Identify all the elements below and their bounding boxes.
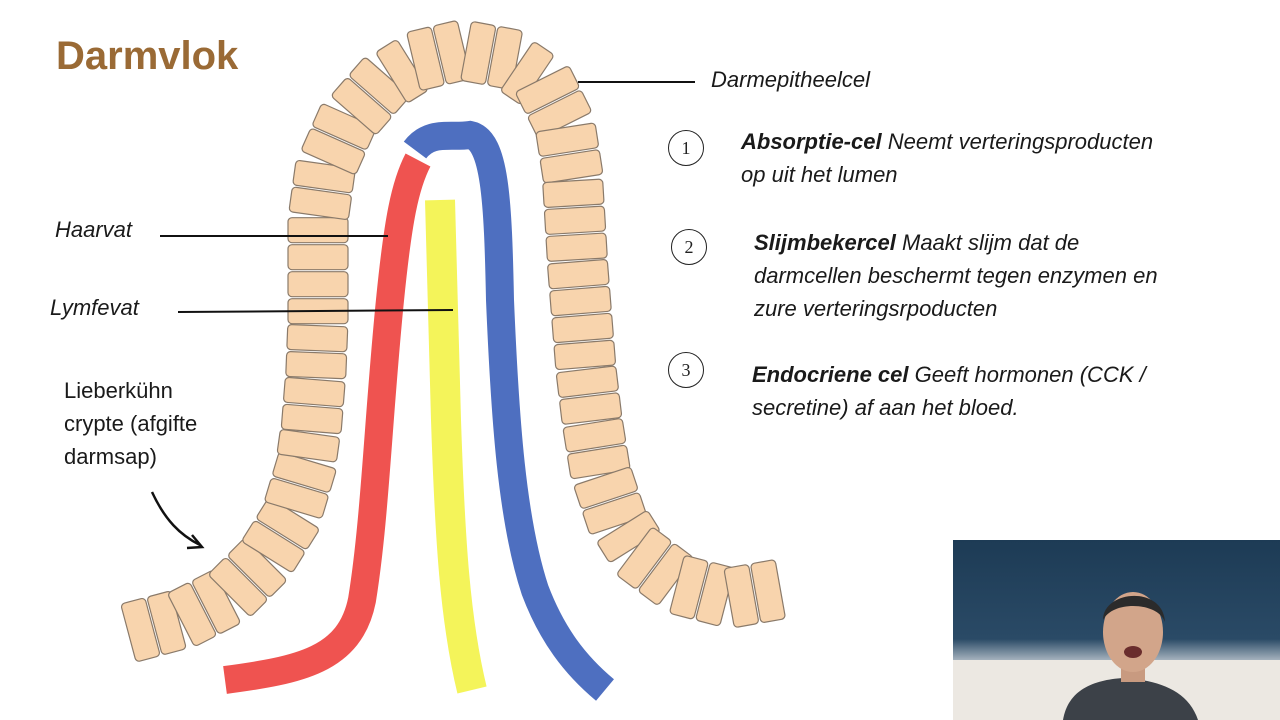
leader-line-lymfevat — [178, 310, 453, 312]
presenter-image — [953, 540, 1280, 720]
item-2-text: Maakt slijm dat de — [896, 230, 1079, 255]
item-2-line3: zure verteringsrpoducten — [754, 292, 1158, 325]
epithelial-cell — [281, 404, 343, 434]
item-2: Slijmbekercel Maakt slijm dat de darmcel… — [754, 226, 1158, 325]
item-3-text: Geeft hormonen (CCK / — [909, 362, 1146, 387]
epithelial-cell — [547, 259, 609, 289]
item-number-2: 2 — [671, 229, 707, 265]
item-3: Endocriene cel Geeft hormonen (CCK / sec… — [752, 358, 1146, 424]
slide-title: Darmvlok — [56, 34, 238, 79]
epithelial-cell — [544, 206, 605, 235]
webcam-overlay — [953, 540, 1280, 720]
item-number-3: 3 — [668, 352, 704, 388]
label-crypte: Lieberkühn crypte (afgifte darmsap) — [64, 374, 197, 473]
epithelial-cell — [552, 313, 614, 343]
epithelial-cell — [288, 218, 348, 243]
epithelial-cell — [287, 324, 348, 351]
item-1-text: Neemt verteringsproducten — [882, 129, 1153, 154]
label-haarvat: Haarvat — [55, 217, 132, 243]
epithelial-cell — [546, 233, 607, 262]
epithelial-cell — [556, 366, 619, 398]
label-lymfevat: Lymfevat — [50, 295, 139, 321]
label-crypte-line3: darmsap) — [64, 440, 197, 473]
item-2-line2: darmcellen beschermt tegen enzymen en — [754, 259, 1158, 292]
item-2-term: Slijmbekercel — [754, 230, 896, 255]
epithelial-cell — [288, 272, 348, 297]
item-number-1: 1 — [668, 130, 704, 166]
item-1: Absorptie-cel Neemt verteringsproducten … — [741, 125, 1153, 191]
epithelial-cell — [554, 340, 616, 370]
label-darmepitheelcel: Darmepitheelcel — [711, 67, 870, 93]
lymph-vessel-yellow — [440, 200, 472, 690]
item-1-term: Absorptie-cel — [741, 129, 882, 154]
epithelial-cell — [543, 179, 604, 208]
label-crypte-line1: Lieberkühn — [64, 374, 197, 407]
epithelial-cell — [283, 377, 345, 407]
item-1-line2: op uit het lumen — [741, 158, 1153, 191]
epithelial-cell — [286, 351, 347, 378]
epithelial-cell — [288, 245, 348, 270]
epithelial-cell — [550, 286, 612, 316]
item-3-line2: secretine) af aan het bloed. — [752, 391, 1146, 424]
item-3-term: Endocriene cel — [752, 362, 909, 387]
label-crypte-line2: crypte (afgifte — [64, 407, 197, 440]
